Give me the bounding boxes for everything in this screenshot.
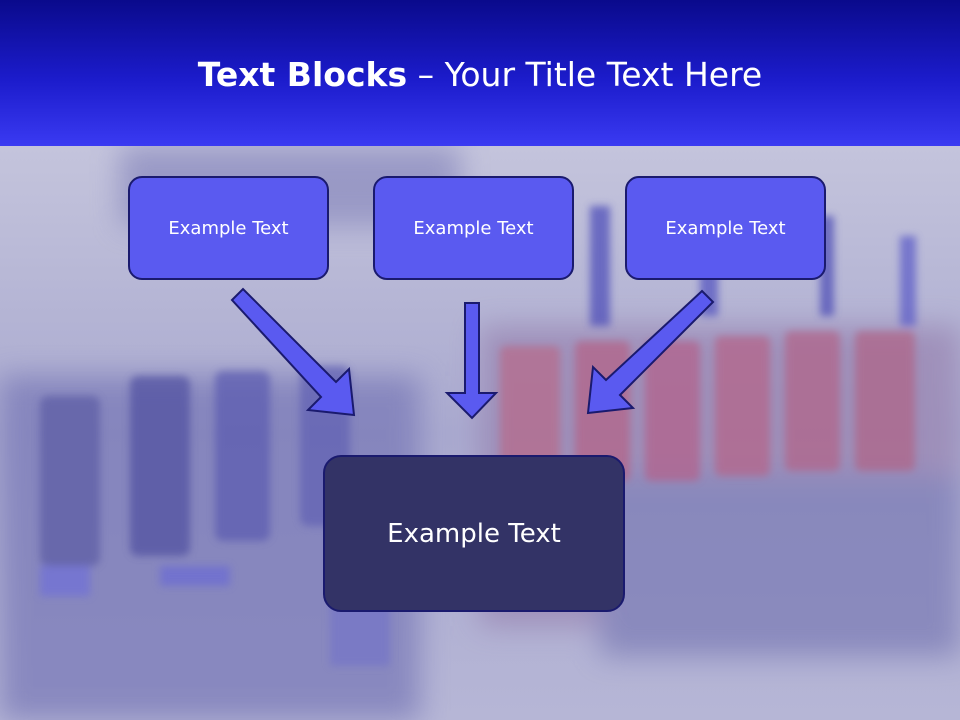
- title-bold: Text Blocks: [197, 55, 408, 94]
- text-block-label: Example Text: [665, 217, 786, 239]
- title-rest: Your Title Text Here: [444, 55, 763, 94]
- arrow-down-left-icon: [586, 289, 715, 415]
- arrow-down-icon: [444, 302, 499, 420]
- text-block-top-right: Example Text: [625, 176, 826, 280]
- arrow-down-right-icon: [230, 287, 356, 417]
- text-block-top-left: Example Text: [128, 176, 329, 280]
- text-block-label: Example Text: [387, 518, 561, 549]
- slide-title: Text Blocks – Your Title Text Here: [0, 52, 960, 98]
- title-bar: [0, 0, 960, 146]
- text-block-top-center: Example Text: [373, 176, 574, 280]
- text-block-label: Example Text: [413, 217, 534, 239]
- text-block-label: Example Text: [168, 217, 289, 239]
- text-block-bottom: Example Text: [323, 455, 625, 612]
- title-dash: –: [407, 55, 445, 94]
